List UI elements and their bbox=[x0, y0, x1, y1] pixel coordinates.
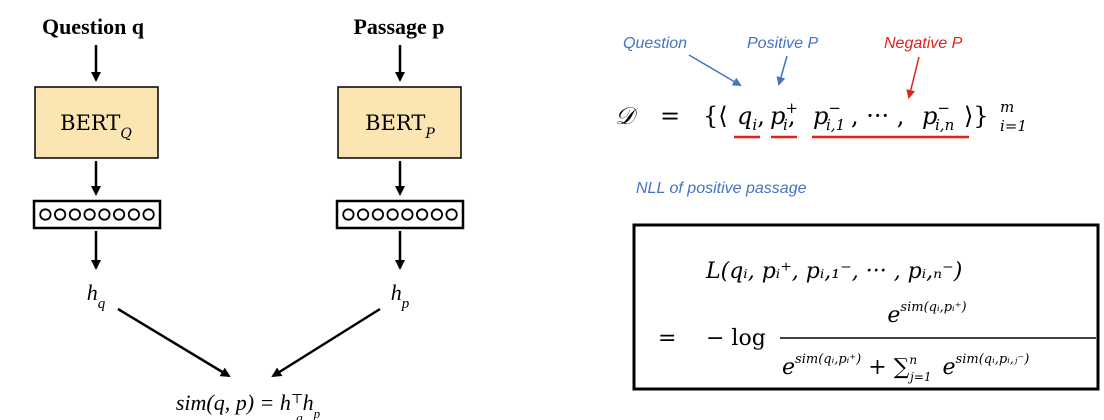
vector-cell bbox=[53, 208, 67, 221]
vector-cell bbox=[371, 208, 384, 221]
encoder-p-box bbox=[337, 86, 462, 159]
loss-eq-sign: = bbox=[658, 326, 676, 351]
vector-cell bbox=[415, 208, 429, 221]
vector-cell bbox=[386, 208, 399, 221]
question-title: Question q bbox=[42, 14, 145, 39]
vector-cell bbox=[113, 208, 126, 221]
pointer-question bbox=[688, 54, 742, 87]
pointer-negative bbox=[906, 56, 920, 99]
vector-cell bbox=[342, 208, 355, 221]
loss-numerator: esim(qᵢ,pᵢ⁺) bbox=[887, 300, 966, 328]
vector-cell bbox=[401, 208, 414, 221]
dataset-formula: 𝒟 = {⟨ qi, p+i, p−i,1 , ··· , p−i,n ⟩} m… bbox=[615, 90, 1027, 136]
vector-p bbox=[335, 199, 465, 230]
loss-line1: L(qᵢ, pᵢ⁺, pᵢ,₁⁻, ··· , pᵢ,ₙ⁻) bbox=[705, 259, 962, 284]
encoder-p-label: BERTP bbox=[365, 111, 435, 142]
vector-cell bbox=[430, 208, 443, 221]
encoder-q-box bbox=[34, 86, 159, 159]
loss-formula-box bbox=[632, 223, 1100, 391]
passage-title: Passage p bbox=[353, 14, 444, 39]
label-question: Question bbox=[623, 35, 687, 52]
similarity-formula: sim(q, p) = h⊤qhp bbox=[176, 390, 321, 420]
label-negative: Negative P bbox=[884, 35, 963, 52]
h-q-label: hq bbox=[87, 280, 106, 312]
vector-cell bbox=[142, 208, 155, 221]
vector-cell bbox=[68, 208, 82, 221]
vector-cell bbox=[127, 208, 140, 221]
label-positive: Positive P bbox=[747, 35, 818, 52]
vector-cell bbox=[445, 208, 458, 221]
vector-p-cells bbox=[342, 208, 458, 221]
vector-q-cells bbox=[39, 208, 155, 221]
vector-q bbox=[32, 199, 162, 230]
nll-title: NLL of positive passage bbox=[636, 180, 807, 197]
vector-cell bbox=[356, 208, 370, 221]
vector-cell bbox=[83, 208, 96, 221]
arrow-hq-to-sim bbox=[117, 307, 231, 378]
pointer-positive bbox=[776, 55, 788, 86]
h-p-label: hp bbox=[391, 280, 410, 312]
loss-neg-log: − log bbox=[706, 326, 766, 351]
arrow-hp-to-sim bbox=[271, 307, 381, 378]
encoder-q-label: BERTQ bbox=[60, 111, 132, 142]
vector-cell bbox=[98, 208, 111, 221]
vector-cell bbox=[39, 208, 52, 221]
